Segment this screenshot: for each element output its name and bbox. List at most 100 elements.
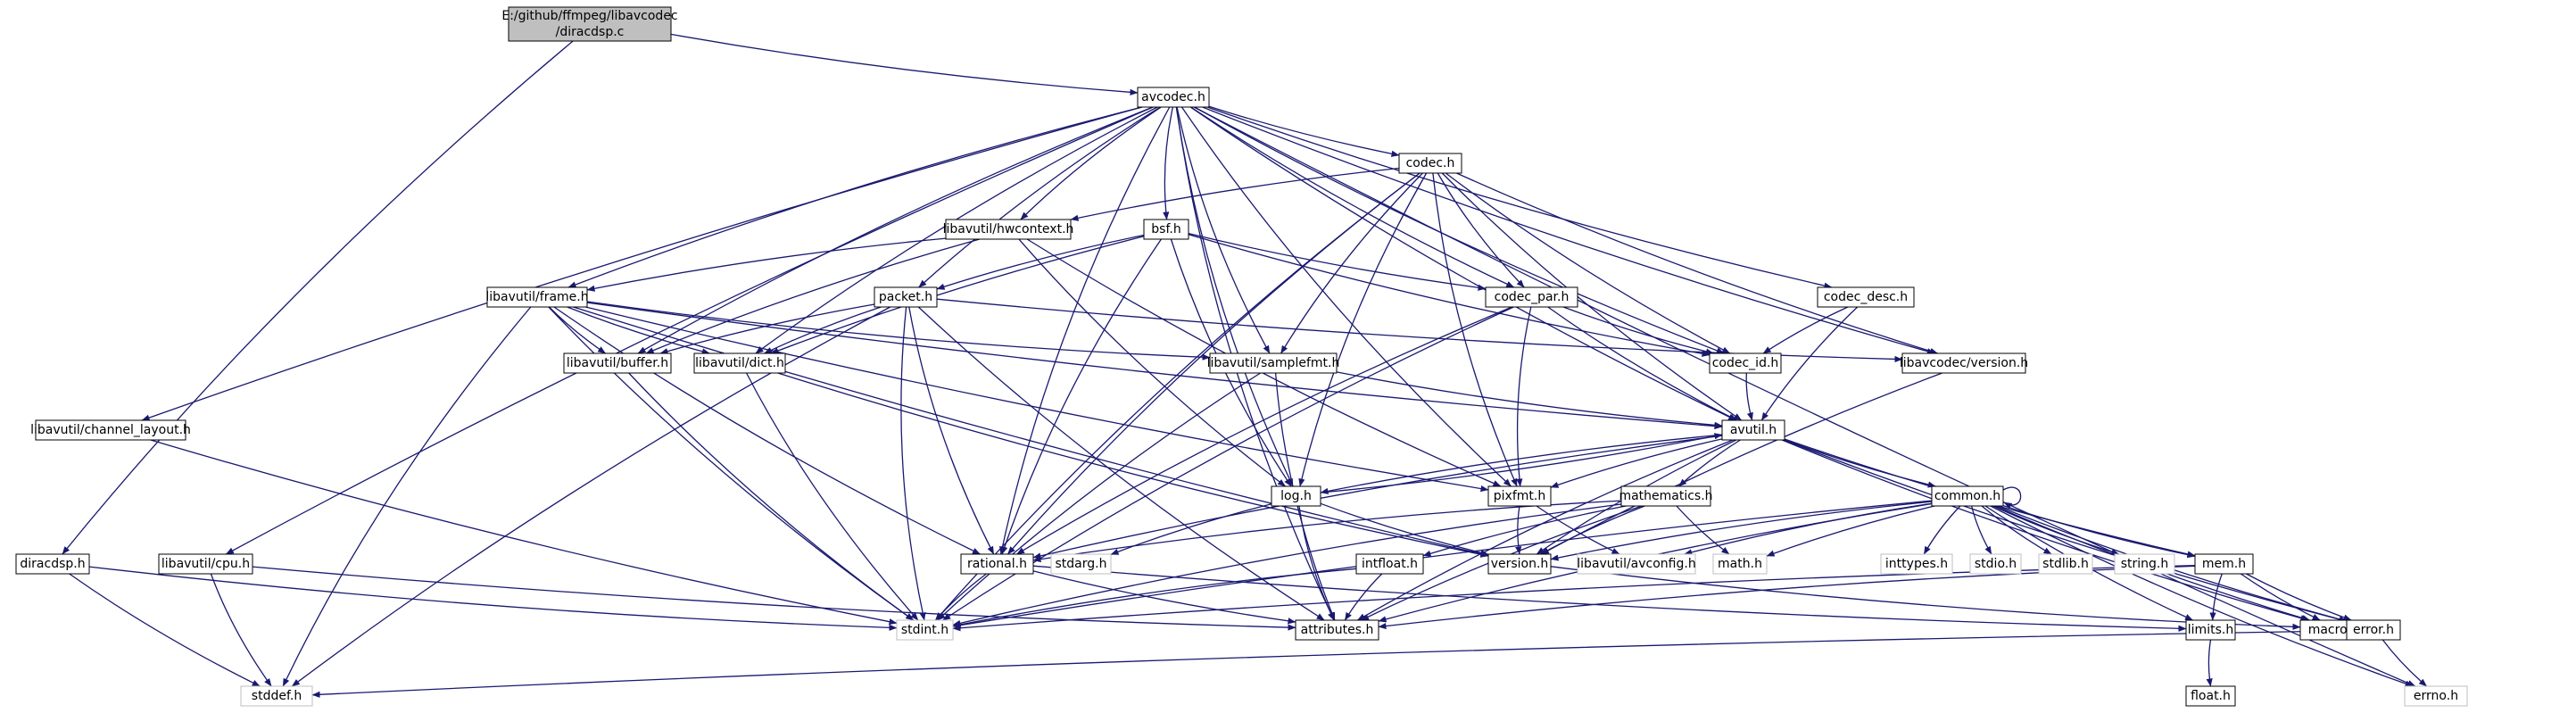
edge-codec-to-stdint (934, 172, 1421, 621)
node-diracdsp[interactable]: diracdsp.h (15, 553, 90, 575)
node-codec-par[interactable]: codec_par.h (1485, 286, 1578, 308)
edge-mathematics-to-math (1676, 505, 1730, 555)
node-box (1620, 485, 1711, 507)
node-stdlib: stdlib.h (2038, 553, 2093, 575)
edge-cpu-to-stddef (210, 573, 272, 687)
node-intfloat[interactable]: intfloat.h (1355, 553, 1424, 575)
edge-avcodec-to-bsf (1163, 106, 1174, 220)
edge-log-to-avutil (1320, 433, 1723, 493)
node-avutil[interactable]: avutil.h (1721, 419, 1785, 441)
node-float[interactable]: float.h (2185, 685, 2236, 707)
node-label: libavutil/dict.h (695, 356, 784, 370)
node-label: attributes.h (1301, 623, 1374, 637)
node-codec-desc[interactable]: codec_desc.h (1817, 286, 1915, 308)
node-samplefmt[interactable]: libavutil/samplefmt.h (1207, 352, 1340, 374)
node-box (1709, 352, 1782, 374)
node-bsf[interactable]: bsf.h (1143, 219, 1189, 240)
node-root[interactable]: E:/github/ffmpeg/libavcodec/diracdsp.c (501, 6, 678, 42)
edge-avcodec-to-codec-par (1190, 106, 1515, 288)
edge-samplefmt-to-stdint (937, 372, 1261, 621)
node-log[interactable]: log.h (1271, 485, 1321, 507)
node-label: stdarg.h (1056, 557, 1107, 571)
edge-packet-to-lavc-version (936, 298, 1903, 363)
edge-mathematics-to-stdint (952, 503, 1622, 626)
node-label: inttypes.h (1885, 557, 1948, 571)
edge-avcodec-to-hwcontext (1020, 106, 1162, 220)
edge-avcodec-to-codec (1208, 105, 1400, 157)
node-label: string.h (2121, 557, 2169, 571)
edge-cpu-to-attributes (252, 566, 1296, 631)
edge-bsf-to-codec-par (1188, 232, 1487, 291)
node-limits[interactable]: limits.h (2185, 619, 2236, 641)
node-box (1485, 286, 1578, 308)
edge-rational-to-limits (1032, 565, 2187, 632)
node-label: libavutil/samplefmt.h (1207, 356, 1340, 370)
node-attributes[interactable]: attributes.h (1295, 619, 1379, 641)
node-buffer[interactable]: libavutil/buffer.h (563, 352, 672, 374)
node-channel-layout[interactable]: libavutil/channel_layout.h (30, 419, 191, 441)
edge-avutil-to-log (1320, 434, 1723, 494)
node-pixfmt[interactable]: pixfmt.h (1487, 485, 1552, 507)
edge-common-to-inttypes (1923, 505, 1961, 555)
edge-diracdsp-to-stddef (69, 573, 261, 687)
edge-codec-par-to-avutil (1547, 306, 1738, 421)
edge-common-to-stdlib (1981, 505, 2052, 555)
node-common[interactable]: common.h (1931, 485, 2004, 507)
node-dict[interactable]: libavutil/dict.h (693, 352, 786, 374)
edge-avcodec-to-samplefmt (1176, 106, 1271, 354)
edge-packet-to-stddef (291, 306, 891, 687)
node-packet[interactable]: packet.h (874, 286, 938, 308)
node-label: pixfmt.h (1494, 489, 1545, 503)
node-codec[interactable]: codec.h (1398, 153, 1462, 174)
node-math: math.h (1712, 553, 1768, 575)
node-hwcontext[interactable]: libavutil/hwcontext.h (943, 219, 1074, 240)
node-cpu[interactable]: libavutil/cpu.h (158, 553, 253, 575)
edge-avutil-to-error (1783, 439, 2348, 623)
node-label: avcodec.h (1141, 90, 1205, 104)
node-box (158, 553, 253, 575)
edge-lavc-version-to-version (1540, 372, 1942, 555)
node-box (1931, 485, 2004, 507)
edge-root-to-diracdsp (62, 40, 574, 555)
node-frame[interactable]: libavutil/frame.h (485, 286, 589, 308)
edge-limits-to-float (2206, 639, 2213, 687)
node-box (1398, 153, 1462, 174)
node-box (1137, 87, 1210, 108)
node-box (1050, 553, 1112, 575)
node-label: libavutil/channel_layout.h (30, 423, 191, 437)
edge-mathematics-to-version (1540, 505, 1645, 555)
edge-log-to-attributes (1298, 505, 1335, 621)
node-label: stddef.h (252, 689, 302, 703)
edge-avutil-to-common (1784, 439, 1936, 488)
node-avconfig: libavutil/avconfig.h (1577, 553, 1696, 575)
node-label: common.h (1934, 489, 2000, 503)
node-avcodec[interactable]: avcodec.h (1137, 87, 1210, 108)
node-rational[interactable]: rational.h (960, 553, 1034, 575)
edge-avutil-to-macros (1781, 439, 2309, 622)
node-box (960, 553, 1034, 575)
node-inttypes: inttypes.h (1880, 553, 1953, 575)
edge-avcodec-to-avutil (1189, 106, 1737, 421)
node-box (2185, 619, 2236, 641)
edge-codec-to-codec-par (1437, 172, 1525, 288)
node-codec-id[interactable]: codec_id.h (1709, 352, 1782, 374)
node-mem[interactable]: mem.h (2194, 553, 2254, 575)
edge-log-to-stdarg (1110, 503, 1272, 556)
edge-avcodec-to-codec-desc (1206, 106, 1833, 289)
node-label: intfloat.h (1362, 557, 1418, 571)
edge-common-to-stdio (1970, 505, 1992, 555)
node-label: codec_par.h (1495, 290, 1570, 304)
node-box (1487, 553, 1552, 575)
node-version[interactable]: version.h (1487, 553, 1552, 575)
edge-hwcontext-to-frame (586, 237, 947, 292)
node-stdio: stdio.h (1969, 553, 2022, 575)
node-mathematics[interactable]: mathematics.h (1619, 485, 1713, 507)
node-error[interactable]: error.h (2346, 619, 2401, 641)
edge-mathematics-to-intfloat (1422, 505, 1627, 557)
node-box (1355, 553, 1424, 575)
edge-frame-to-dict (567, 306, 710, 355)
edge-mem-to-macros (2240, 573, 2321, 621)
node-lavc-version[interactable]: libavcodec/version.h (1900, 352, 2028, 374)
edge-bsf-to-dict (770, 236, 1145, 354)
